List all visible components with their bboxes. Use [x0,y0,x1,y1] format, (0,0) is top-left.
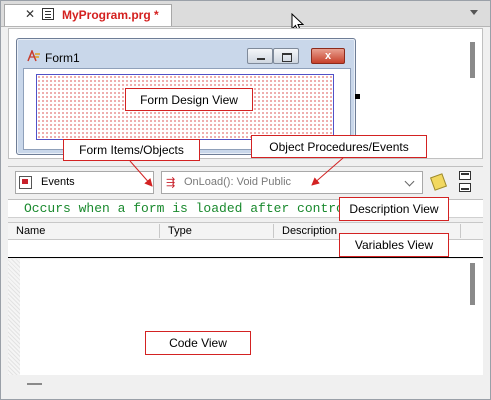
form-app-icon [27,50,40,62]
design-vertical-scrollbar[interactable] [470,42,475,78]
column-header-type[interactable]: Type [168,225,192,237]
callout-variables-view: Variables View [339,233,449,257]
object-selector-value: Events [41,176,75,188]
callout-description-view: Description View [339,197,449,221]
horizontal-scrollbar[interactable] [8,375,483,392]
procedure-selector-combo[interactable] [161,171,423,194]
close-icon[interactable]: ✕ [24,7,36,21]
form-caption: Form1 [45,51,80,65]
minimize-button[interactable] [247,48,273,64]
code-editor[interactable] [8,259,483,375]
column-divider[interactable] [159,224,160,238]
maximize-button[interactable] [273,48,299,64]
code-vertical-scrollbar[interactable] [470,263,475,305]
panel-expand-icon[interactable] [459,183,471,192]
column-divider[interactable] [273,224,274,238]
object-selector-combo[interactable] [15,171,154,194]
column-divider[interactable] [460,224,461,238]
panel-collapse-icon[interactable] [459,171,471,180]
procedure-icon: ⇶ [166,177,176,189]
form-close-button[interactable]: x [311,48,345,64]
callout-code-view: Code View [145,331,251,355]
column-header-description[interactable]: Description [282,225,338,237]
callout-form-items-objects: Form Items/Objects [63,139,200,161]
file-icon [42,8,54,20]
resize-handle[interactable] [355,94,360,99]
horizontal-scrollbar-thumb[interactable] [27,383,42,385]
code-gutter [8,259,20,375]
tab-list-dropdown-icon[interactable] [470,10,478,15]
callout-object-procedures-events: Object Procedures/Events [251,135,427,158]
description-text: Occurs when a form is loaded after contr… [24,202,438,216]
tab-title[interactable]: MyProgram.prg * [62,8,159,22]
column-header-name[interactable]: Name [16,225,46,237]
procedure-selector-value: OnLoad(): Void Public [184,176,292,188]
callout-form-design-view: Form Design View [125,88,253,111]
events-icon [19,176,32,189]
